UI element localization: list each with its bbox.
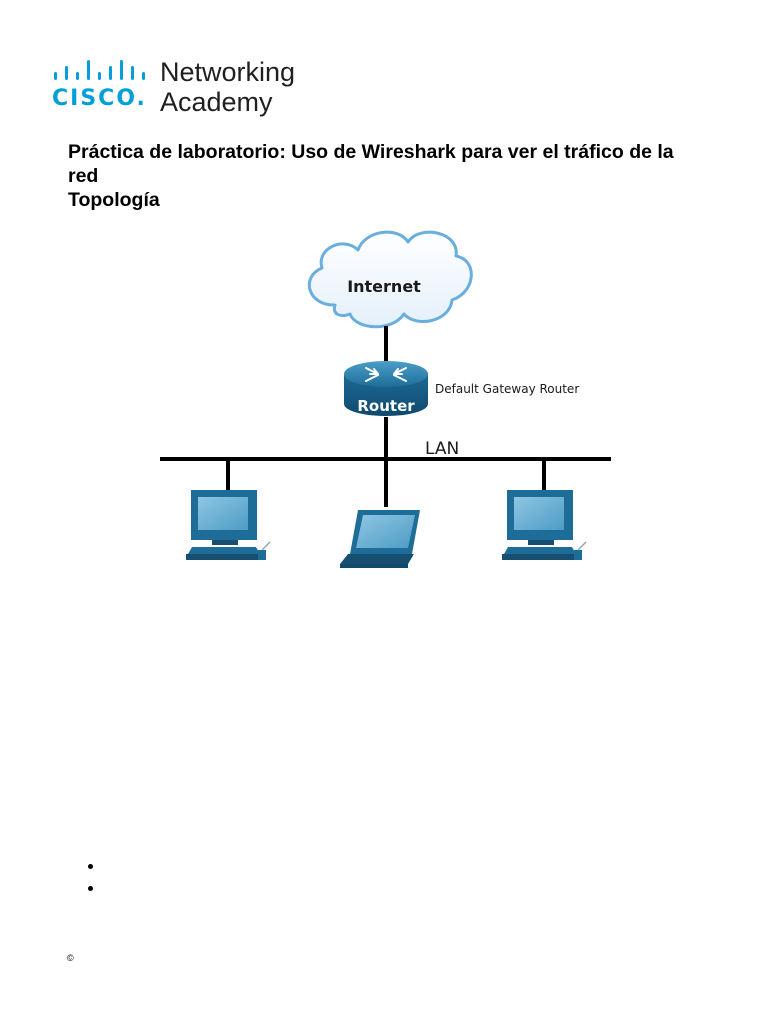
desktop-computer-icon bbox=[186, 490, 271, 560]
internet-cloud-label: Internet bbox=[347, 277, 421, 296]
cisco-wordmark: CISCO. bbox=[52, 86, 147, 111]
laptop-icon bbox=[340, 510, 420, 568]
router-caption: Default Gateway Router bbox=[435, 382, 579, 396]
section-heading-topology: Topología bbox=[68, 189, 160, 211]
logo-text-networking: Networking bbox=[160, 57, 296, 87]
logo-text-academy: Academy bbox=[160, 87, 273, 117]
desktop-computer-icon bbox=[502, 490, 587, 560]
router-label: Router bbox=[357, 397, 415, 415]
cisco-bars-icon bbox=[54, 60, 145, 80]
document-title: Práctica de laboratorio: Uso de Wireshar… bbox=[68, 141, 674, 187]
router-icon bbox=[344, 361, 428, 416]
lan-label: LAN bbox=[425, 439, 459, 459]
cisco-networking-academy-logo: CISCO. Networking Academy bbox=[52, 58, 312, 118]
footer-copyright: © bbox=[67, 953, 74, 963]
internet-cloud-icon bbox=[307, 230, 473, 329]
network-topology-diagram: Internet Router Default Gateway Router L… bbox=[160, 230, 611, 568]
